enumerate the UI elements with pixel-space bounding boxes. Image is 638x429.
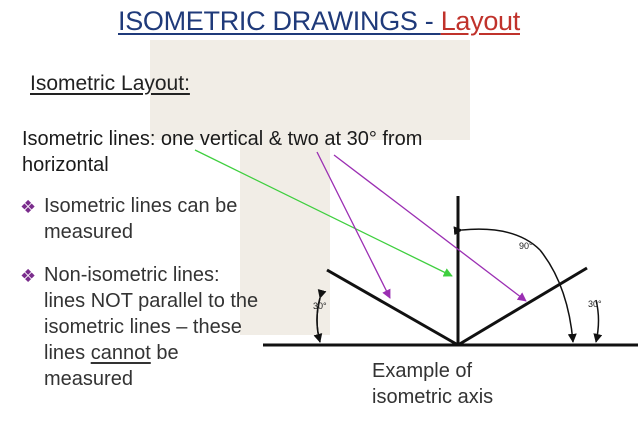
page-title: ISOMETRIC DRAWINGS - Layout [0,6,638,37]
subheading: Isometric Layout: [30,72,190,95]
angle-arc-right [593,299,603,343]
angle-label-left: 30° [313,301,327,311]
bullet-text-after: be measured [44,342,179,390]
angle-label-top: 90° [519,241,533,251]
pointer-arrow-purple-right [333,154,527,302]
right-isometric-axis [457,266,588,347]
pointer-arrow-purple-left [316,151,391,299]
diamond-bullet-icon: ❖ [20,266,37,286]
left-isometric-axis [326,268,459,347]
diamond-bullet-icon: ❖ [20,197,37,217]
intro-text: Isometric lines: one vertical & two at 3… [22,128,423,176]
bullet-non-isometric: ❖ Non-isometric lines: lines NOT paralle… [20,262,265,392]
angle-arc-top [453,226,541,251]
bullet-text: Non-isometric lines: lines NOT parallel … [44,262,265,392]
pointer-arrow-green [194,149,453,277]
bullet-measurable: ❖ Isometric lines can be measured [20,193,250,245]
angle-label-right: 30° [588,299,602,309]
bullet-text-emphasis: cannot [90,342,151,364]
bullet-text: Isometric lines can be measured [44,195,238,243]
angle-arc-left-start [316,289,327,343]
diagram-caption: Example of isometric axis [372,360,494,408]
bullet-text-before: Non-isometric lines: lines NOT parallel … [44,264,259,364]
angle-arc-top-lower [539,249,577,343]
title-accent: Layout [440,6,521,36]
title-main: ISOMETRIC DRAWINGS - [118,6,441,36]
